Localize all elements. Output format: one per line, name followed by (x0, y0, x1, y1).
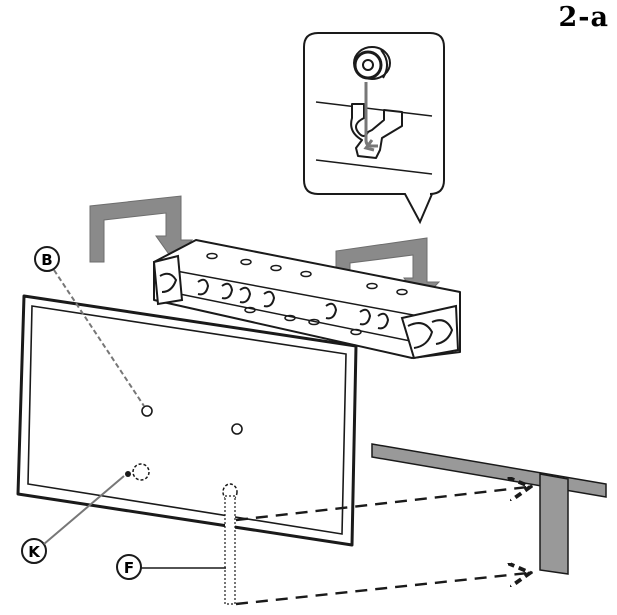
guide-line-top (235, 487, 528, 522)
wall-bracket (152, 239, 461, 360)
spacer-icon (353, 46, 391, 80)
callout-wall-line-top (315, 101, 433, 117)
zoom-callout (303, 32, 445, 225)
step-label: 2-a (558, 2, 609, 33)
mount-hole-top-right (231, 423, 243, 435)
mount-hole-top-left (141, 405, 153, 417)
callout-b: B (34, 246, 145, 407)
callout-f: F (116, 554, 226, 580)
callout-f-label: F (124, 559, 134, 577)
callout-wall-line-bottom (315, 159, 433, 175)
callout-k: K (21, 475, 125, 564)
callout-k-label: K (28, 543, 41, 561)
guide-line-bottom (235, 573, 528, 606)
tv-panel (16, 294, 358, 547)
stand-base (371, 443, 607, 575)
callout-b-label: B (41, 251, 52, 269)
screw-k-icon (125, 463, 150, 481)
hook-icon (350, 82, 403, 159)
down-arrow-left (89, 195, 194, 263)
stand-post (224, 495, 236, 605)
